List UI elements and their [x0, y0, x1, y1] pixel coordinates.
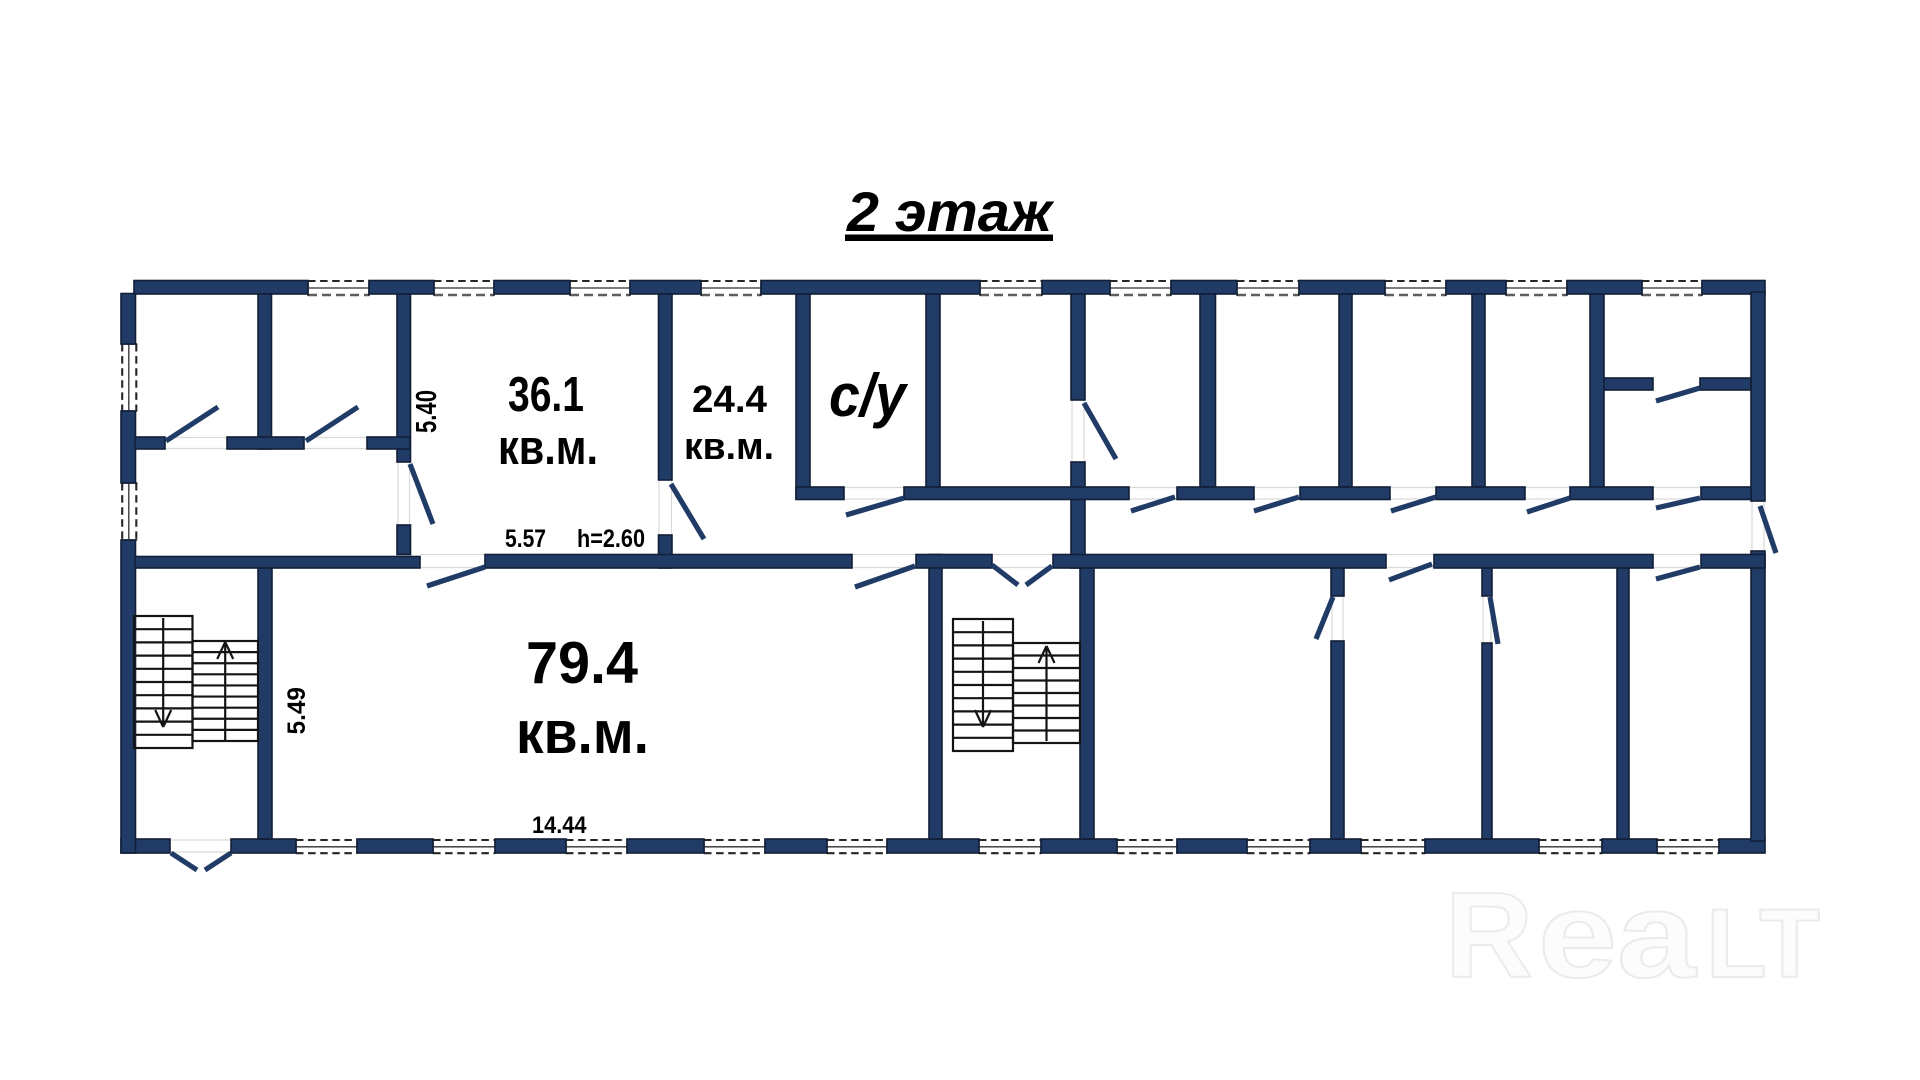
svg-text:с/у: с/у: [829, 362, 908, 429]
svg-text:h=2.60: h=2.60: [577, 525, 645, 553]
svg-text:кв.м.: кв.м.: [516, 699, 649, 766]
svg-text:5.49: 5.49: [283, 687, 311, 735]
svg-text:кв.м.: кв.м.: [498, 421, 598, 475]
svg-text:14.44: 14.44: [532, 812, 587, 839]
svg-text:2 этаж: 2 этаж: [846, 180, 1055, 243]
svg-text:ea: ea: [1538, 867, 1697, 1003]
svg-text:5.57: 5.57: [505, 525, 546, 553]
svg-text:24.4: 24.4: [692, 379, 767, 421]
svg-text:36.1: 36.1: [508, 368, 584, 422]
svg-text:79.4: 79.4: [526, 630, 638, 696]
svg-text:5.40: 5.40: [411, 390, 443, 433]
svg-text:LT: LT: [1706, 889, 1820, 998]
svg-text:R: R: [1445, 867, 1533, 1003]
svg-text:кв.м.: кв.м.: [684, 426, 774, 468]
